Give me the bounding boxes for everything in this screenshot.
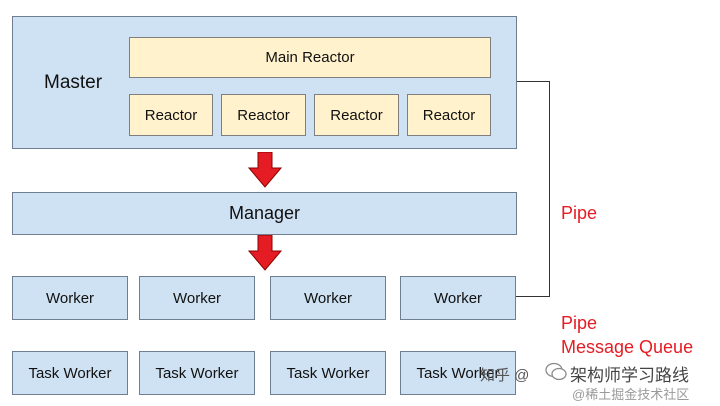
reactor-box-4: Reactor (407, 94, 491, 136)
task-worker-label: Task Worker (155, 364, 239, 382)
task-worker-label: Task Worker (28, 364, 112, 382)
main-reactor-label: Main Reactor (265, 49, 355, 66)
reactor-label: Reactor (144, 106, 198, 124)
task-worker-box-4: Task Worker (400, 351, 516, 395)
pipe-label-2: Pipe (561, 313, 598, 333)
watermark-right: 架构师学习路线 (570, 366, 689, 385)
reactor-label: Reactor (237, 106, 290, 124)
reactor-box-1: Reactor (129, 94, 213, 136)
connector-line-bottom (516, 296, 550, 297)
worker-box-3: Worker (270, 276, 386, 320)
worker-label: Worker (433, 289, 483, 307)
task-worker-box-3: Task Worker (270, 351, 386, 395)
watermark-left: 知乎 @ (480, 367, 530, 384)
main-reactor-box: Main Reactor (129, 37, 491, 78)
worker-label: Worker (45, 289, 95, 307)
wechat-logo-icon (545, 362, 567, 381)
pipe-label: Pipe (561, 203, 598, 223)
task-worker-label: Task Worker (416, 364, 500, 382)
watermark-bottom: @稀土掘金技术社区 (572, 387, 690, 402)
manager-label: Manager (228, 203, 301, 223)
reactor-box-3: Reactor (314, 94, 399, 136)
task-worker-box-2: Task Worker (139, 351, 255, 395)
down-arrow-icon (248, 152, 282, 188)
connector-line-top (517, 81, 550, 82)
connector-line-vertical (549, 81, 550, 297)
worker-box-2: Worker (139, 276, 255, 320)
down-arrow-icon (248, 235, 282, 271)
reactor-box-2: Reactor (221, 94, 306, 136)
manager-box: Manager (12, 192, 517, 235)
reactor-label: Reactor (422, 106, 476, 124)
message-queue-label: Message Queue (561, 337, 694, 357)
task-worker-label: Task Worker (286, 364, 370, 382)
worker-label: Worker (172, 289, 222, 307)
task-worker-box-1: Task Worker (12, 351, 128, 395)
worker-box-1: Worker (12, 276, 128, 320)
master-label: Master (44, 72, 103, 93)
reactor-label: Reactor (330, 106, 383, 124)
worker-box-4: Worker (400, 276, 516, 320)
worker-label: Worker (303, 289, 353, 307)
